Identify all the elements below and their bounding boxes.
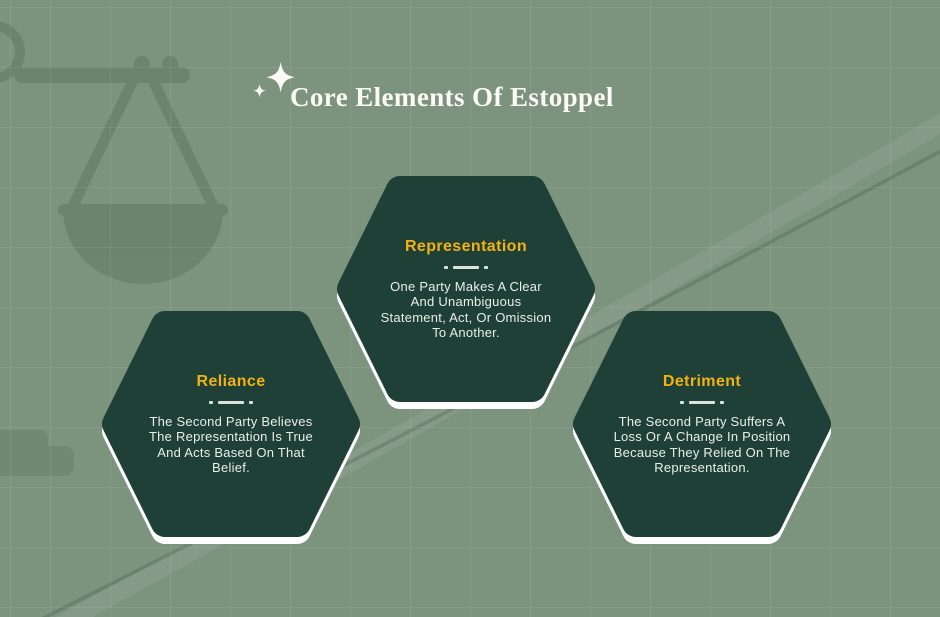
body-line: The Second Party Suffers A	[618, 413, 786, 429]
card-title: Detriment	[662, 373, 742, 391]
body-line: Representation.	[654, 460, 750, 476]
body-line: And Unambiguous	[410, 294, 522, 310]
divider	[444, 266, 488, 269]
body-line: Statement, Act, Or Omission	[380, 309, 552, 325]
step-shapes	[0, 430, 74, 476]
hexagon-shape	[102, 311, 360, 544]
hexagon-fill	[337, 176, 595, 402]
body-line: To Another.	[432, 325, 500, 341]
hexagon-fill	[573, 311, 831, 537]
card-content: Representation One Party Makes A Clear A…	[356, 176, 576, 402]
card-detriment: Detriment The Second Party Suffers A Los…	[570, 311, 834, 545]
card-body: The Second Party Believes The Representa…	[149, 414, 313, 476]
card-title: Reliance	[196, 373, 266, 391]
body-line: One Party Makes A Clear	[390, 278, 542, 294]
card-title: Representation	[404, 238, 528, 256]
header: Core Elements Of Estoppel	[250, 60, 710, 120]
card-representation: Representation One Party Makes A Clear A…	[334, 176, 598, 410]
page-title: Core Elements Of Estoppel	[290, 82, 614, 112]
divider	[209, 401, 253, 404]
body-line: The Representation Is True	[148, 429, 314, 445]
card-content: Reliance The Second Party Believes The R…	[121, 311, 341, 537]
hexagon-fill	[102, 311, 360, 537]
body-line: The Second Party Believes	[149, 413, 313, 429]
body-line: And Acts Based On That	[157, 444, 305, 460]
hexagon-shape	[337, 176, 595, 409]
body-line: Because They Relied On The	[613, 444, 791, 460]
card-reliance: Reliance The Second Party Believes The R…	[99, 311, 363, 545]
hexagon-shape	[573, 311, 831, 544]
divider	[680, 401, 724, 404]
card-body: The Second Party Suffers A Loss Or A Cha…	[614, 414, 791, 476]
sparkle-icon	[252, 61, 296, 98]
card-content: Detriment The Second Party Suffers A Los…	[592, 311, 812, 537]
body-line: Belief.	[212, 460, 250, 476]
card-body: One Party Makes A Clear And Unambiguous …	[381, 279, 552, 341]
balance-scale-silhouette	[0, 21, 228, 284]
body-line: Loss Or A Change In Position	[613, 429, 791, 445]
